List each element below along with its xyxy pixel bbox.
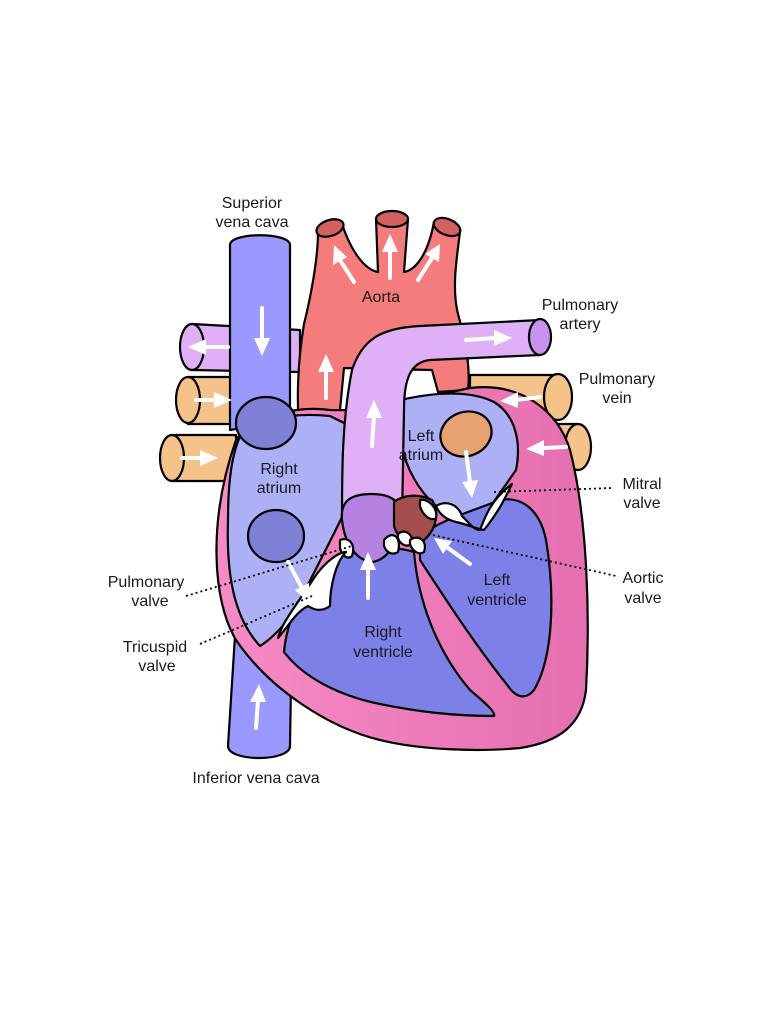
label-superior-vena-cava-1: Superior xyxy=(222,195,283,212)
arrow-pulm-left xyxy=(188,339,230,355)
arrow-aorta-branch-middle xyxy=(382,234,398,280)
label-tricuspid-valve-2: valve xyxy=(138,658,175,675)
pulmonary-valve xyxy=(338,492,404,564)
label-inferior-vena-cava: Inferior vena cava xyxy=(192,770,319,787)
label-superior-vena-cava-2: vena cava xyxy=(216,214,289,231)
arrow-la-lv xyxy=(462,450,478,498)
arrow-aorta-branch-left xyxy=(333,245,356,284)
pulmonary-vein-opening xyxy=(439,410,493,458)
leader-lines xyxy=(185,487,617,645)
leader-tricuspid xyxy=(199,595,313,645)
arrow-pv-left-lower xyxy=(180,450,218,466)
label-pulmonary-artery-1: Pulmonary xyxy=(542,297,618,314)
label-pulmonary-vein-1: Pulmonary xyxy=(579,371,655,388)
arrow-aorta-branch-right xyxy=(416,244,440,282)
arrow-lv-aorta xyxy=(434,538,472,566)
label-left-ventricle-2: ventricle xyxy=(467,592,527,609)
label-pulmonary-artery-2: artery xyxy=(560,316,601,333)
label-right-ventricle-2: ventricle xyxy=(353,644,413,661)
arrow-pv-right-lower xyxy=(526,440,568,456)
label-mitral-valve-2: valve xyxy=(623,495,660,512)
label-right-atrium-2: atrium xyxy=(257,480,301,497)
arrow-pv-left-upper xyxy=(194,392,232,408)
label-pulmonary-valve-1: Pulmonary xyxy=(108,574,184,591)
label-aortic-valve-2: valve xyxy=(624,590,661,607)
superior-vena-cava-opening xyxy=(234,395,298,451)
label-right-ventricle-1: Right xyxy=(364,624,402,641)
inferior-vena-cava-opening xyxy=(246,508,306,564)
label-aorta: Aorta xyxy=(362,289,400,306)
label-left-atrium-2: atrium xyxy=(399,447,443,464)
labels: Superior vena cava Aorta Pulmonary arter… xyxy=(108,195,664,787)
label-pulmonary-valve-2: valve xyxy=(131,593,168,610)
aortic-valve xyxy=(392,494,438,555)
arrow-pv-right-upper xyxy=(500,392,542,408)
arrow-rv-pulm xyxy=(360,552,376,600)
label-tricuspid-valve-1: Tricuspid xyxy=(123,639,187,656)
leader-pulmonary-valve xyxy=(185,545,353,597)
arrow-pulm-right xyxy=(464,330,512,346)
pulmonary-artery xyxy=(340,317,553,522)
label-aortic-valve-1: Aortic xyxy=(623,570,664,587)
arrow-pulm-trunk xyxy=(366,400,382,448)
arrow-ivc xyxy=(250,684,266,730)
mitral-valve xyxy=(434,482,514,532)
label-mitral-valve-1: Mitral xyxy=(622,476,661,493)
label-left-atrium-1: Left xyxy=(408,428,435,445)
label-pulmonary-vein-2: vein xyxy=(602,390,631,407)
label-left-ventricle-1: Left xyxy=(484,572,511,589)
flow-arrows xyxy=(180,234,568,730)
tricuspid-valve xyxy=(276,550,348,640)
label-right-atrium-1: Right xyxy=(260,461,298,478)
arrow-svc xyxy=(254,306,270,356)
arrow-aorta-up xyxy=(318,354,334,400)
leader-aortic xyxy=(427,533,617,577)
